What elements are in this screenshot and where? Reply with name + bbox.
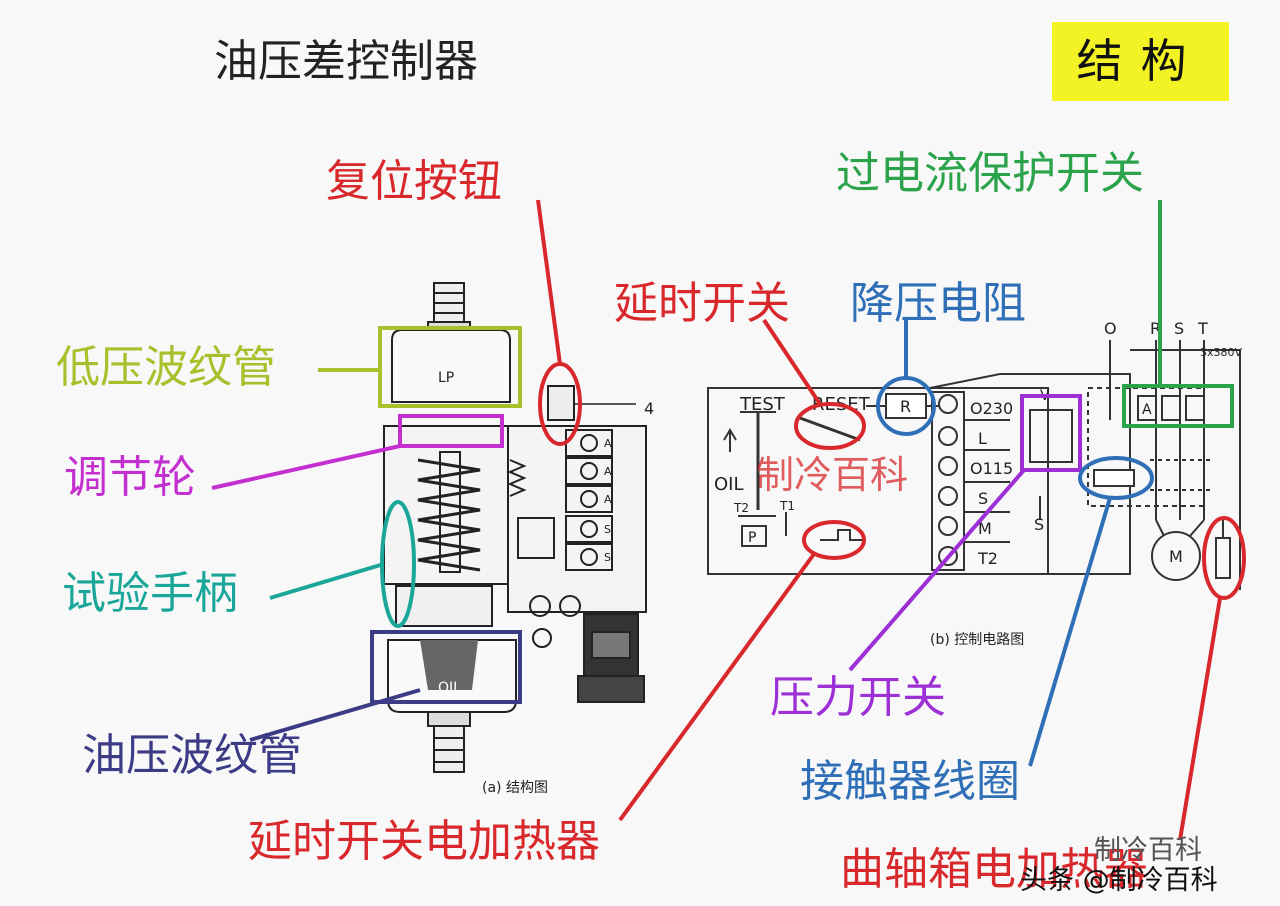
delay-switch-label: 延时开关	[614, 278, 790, 329]
circuit-watermark: 制冷百科	[756, 453, 908, 497]
oil-label: OIL	[438, 680, 461, 696]
svg-text:M: M	[978, 519, 992, 538]
t2-left-label: T2	[733, 501, 749, 515]
delay-heater-highlight	[802, 520, 866, 560]
svg-text:S: S	[604, 551, 611, 564]
figure-a-caption: (a) 结构图	[482, 780, 548, 796]
svg-text:O115: O115	[970, 459, 1013, 478]
low-pressure-bellows-highlight	[378, 326, 522, 408]
terminal-letters: A A A S S	[604, 437, 612, 564]
svg-text:T2: T2	[977, 549, 998, 568]
low-pressure-bellows-label: 低压波纹管	[56, 342, 276, 393]
watermark-top: 制冷百科	[1094, 835, 1202, 866]
contactor-coil-label: 接触器线圈	[800, 756, 1020, 807]
motor-label: M	[1169, 547, 1183, 566]
structure-figure	[383, 282, 647, 773]
contactor-coil-highlight	[1078, 456, 1154, 500]
resistor-label: R	[900, 397, 911, 416]
delay-switch-highlight	[794, 402, 866, 450]
voltage-label: 3x380V	[1200, 346, 1243, 359]
svg-text:S: S	[1174, 319, 1184, 338]
svg-text:O: O	[1104, 319, 1117, 338]
structure-badge: 结构	[1052, 22, 1229, 101]
reset-button-label: 复位按钮	[326, 156, 502, 207]
overcurrent-switch-label: 过电流保护开关	[836, 148, 1144, 199]
part-number-4: 4	[644, 399, 654, 418]
test-handle-label: 试验手柄	[62, 568, 238, 619]
svg-text:S: S	[604, 523, 611, 536]
crankcase-heater-label: 曲轴箱电加热器	[840, 844, 1148, 895]
svg-text:R: R	[1150, 319, 1161, 338]
svg-text:L: L	[978, 429, 987, 448]
figure-b-caption: (b) 控制电路图	[930, 632, 1024, 648]
overcurrent-switch-highlight	[1122, 384, 1234, 428]
t1-label: T1	[779, 499, 795, 513]
oil-bellows-highlight	[370, 630, 522, 704]
a-label: A	[1142, 402, 1152, 418]
delay-heater-label: 延时开关电加热器	[248, 816, 600, 867]
svg-text:O230: O230	[970, 399, 1013, 418]
svg-text:S: S	[978, 489, 988, 508]
page-title: 油压差控制器	[214, 36, 478, 87]
p-box-label: P	[748, 530, 756, 546]
adjust-wheel-highlight	[398, 414, 504, 448]
pressure-switch-label: 压力开关	[770, 672, 946, 723]
adjust-wheel-label: 调节轮	[64, 452, 196, 503]
svg-text:A: A	[604, 493, 612, 506]
svg-text:A: A	[604, 465, 612, 478]
phase-labels: O R S T	[1104, 319, 1208, 338]
watermark-bottom: 头条 @制冷百科	[1020, 865, 1218, 896]
svg-text:T: T	[1197, 319, 1208, 338]
lp-label: LP	[438, 370, 454, 386]
s-switch-label: S	[1034, 515, 1044, 534]
pressure-switch-highlight	[1020, 394, 1082, 472]
svg-text:A: A	[604, 437, 612, 450]
crankcase-heater-highlight	[1202, 516, 1246, 600]
oil-bellows-label: 油压波纹管	[82, 730, 302, 781]
test-label: TEST	[739, 394, 786, 415]
terminal-strip-labels: O230 L O115 S M T2	[970, 399, 1013, 568]
oil-circuit-label: OIL	[714, 474, 744, 495]
reducing-resistor-label: 降压电阻	[850, 278, 1026, 329]
